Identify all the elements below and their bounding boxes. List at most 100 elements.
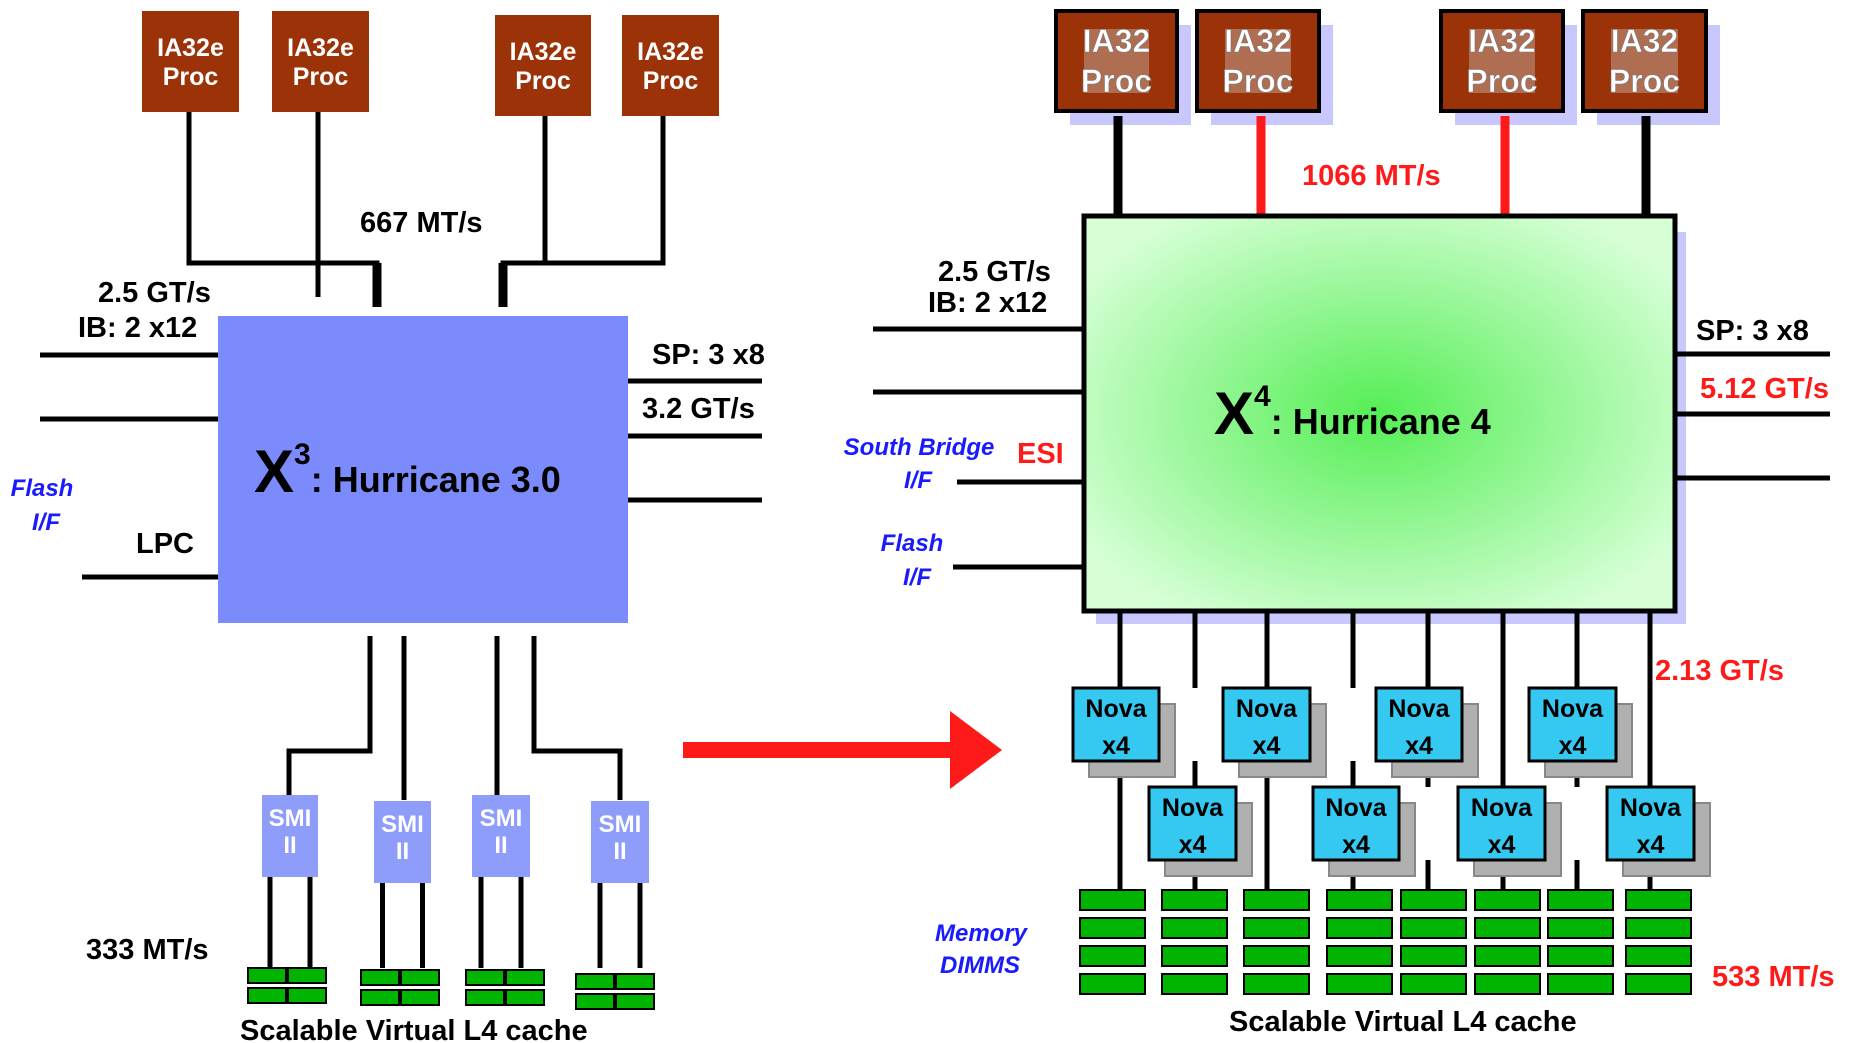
dimm-module — [465, 969, 505, 986]
x3-chip-sup: 3 — [294, 438, 311, 471]
dimm-module — [400, 989, 440, 1006]
x3-chip-name: : Hurricane 3.0 — [311, 459, 561, 500]
smi-box — [591, 801, 649, 883]
x4-ib-speed: 2.5 GT/s — [938, 256, 1051, 288]
smi-link-1 — [286, 636, 373, 800]
dimm-module — [1161, 945, 1228, 967]
smi-box — [262, 795, 318, 877]
dimm-module — [1625, 973, 1692, 995]
dimm-module — [1161, 917, 1228, 939]
nova-box — [1071, 686, 1161, 763]
nova-box — [1221, 686, 1312, 763]
dimm-module — [1547, 973, 1614, 995]
x4-fsb-speed: 1066 MT/s — [1302, 160, 1441, 192]
nova-box — [1374, 686, 1464, 763]
dimm-module — [400, 969, 440, 986]
proc-box — [272, 11, 369, 112]
x4-chip-name: : Hurricane 4 — [1271, 401, 1491, 442]
x4-chip-x: X — [1214, 380, 1254, 447]
dimm-module — [505, 989, 545, 1006]
fsb-bus-right-b — [545, 116, 666, 266]
dimm-module — [1079, 945, 1146, 967]
dimm-module — [1326, 917, 1393, 939]
dimm-module — [1400, 973, 1467, 995]
dimm-module — [1625, 917, 1692, 939]
x3-cache-label: Scalable Virtual L4 cache — [240, 1015, 588, 1043]
dimm-module — [1243, 917, 1310, 939]
dimm-module — [1474, 973, 1541, 995]
dimm-module — [1474, 945, 1541, 967]
dimm-module — [1243, 889, 1310, 911]
x4-esi: ESI — [1017, 438, 1064, 470]
x4-nova-speed: 2.13 GT/s — [1655, 655, 1784, 687]
x3-lpc: LPC — [136, 528, 194, 560]
x4-ib-width: IB: 2 x12 — [928, 287, 1047, 319]
smi-box — [374, 801, 431, 883]
dimm-module — [360, 989, 400, 1006]
x4-chip-sup: 4 — [1254, 380, 1271, 413]
nova-box — [1311, 785, 1401, 862]
x4-mem-speed: 533 MT/s — [1712, 961, 1835, 993]
fsb-bus-right — [500, 116, 548, 307]
dimm-module — [1400, 917, 1467, 939]
proc-box — [142, 11, 239, 112]
dimm-module — [1243, 945, 1310, 967]
x3-sp-width: SP: 3 x8 — [652, 339, 765, 371]
x3-mem-speed: 333 MT/s — [86, 934, 209, 966]
dimm-module — [1474, 889, 1541, 911]
proc-die — [1225, 29, 1291, 93]
dimm-module — [247, 967, 287, 984]
dimm-module — [287, 987, 327, 1004]
dimm-module — [247, 987, 287, 1004]
transition-arrow — [683, 711, 1002, 789]
x4-sp-speed: 5.12 GT/s — [1700, 373, 1829, 405]
dimm-module — [1326, 945, 1393, 967]
proc-die — [1611, 29, 1678, 93]
nova-box — [1605, 785, 1696, 862]
svg-text:X4: Hurricane 4: X4: Hurricane 4 — [1214, 380, 1491, 447]
fsb-bus-left — [186, 112, 380, 307]
dimm-module — [615, 993, 655, 1010]
dimm-module — [575, 973, 615, 990]
dimm-module — [1079, 917, 1146, 939]
proc-die — [1084, 29, 1149, 93]
dimm-module — [1625, 889, 1692, 911]
nova-box — [1527, 686, 1618, 763]
dimm-module — [1547, 945, 1614, 967]
dimm-module — [1161, 973, 1228, 995]
